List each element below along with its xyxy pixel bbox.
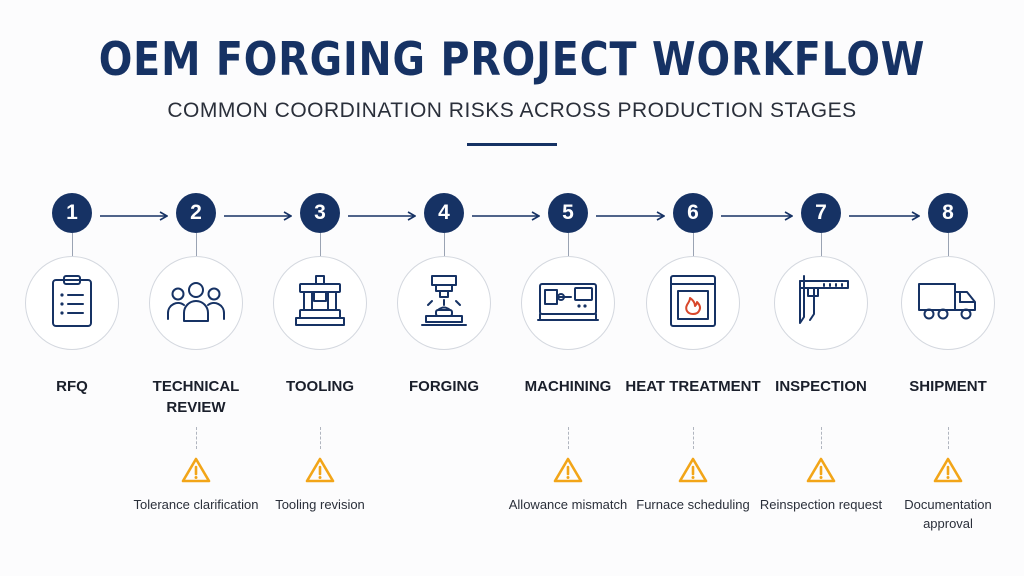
step-number-badge: 6 [673,193,713,233]
flow-arrow [849,208,921,221]
stage-label: SHIPMENT [909,378,987,395]
step-number-badge: 5 [548,193,588,233]
stage-icon-circle [646,256,740,350]
stage-icon-circle [25,256,119,350]
risk-text: Documentation approval [904,497,992,531]
stage-label: MACHINING [524,378,612,395]
stage-label: TOOLING [285,378,355,395]
risk-connector [693,427,694,449]
connector-line [196,233,197,257]
connector-line [693,233,694,257]
stage-icon-circle [149,256,243,350]
risk-text: Furnace scheduling [636,497,750,512]
warning-icon [553,456,583,484]
step-number-badge: 4 [424,193,464,233]
flow-arrow [596,208,666,221]
risk-text: Allowance mismatch [508,497,628,512]
stage-label: FORGING [409,378,479,395]
connector-line [821,233,822,257]
step-number-badge: 8 [928,193,968,233]
risk-connector [821,427,822,449]
connector-line [320,233,321,257]
warning-icon [678,456,708,484]
flow-arrow [348,208,417,221]
risk-text: Tolerance clarification [133,497,259,512]
team-icon [165,277,227,330]
truck-icon [916,278,980,329]
flow-arrow [100,208,169,221]
stage-icon-circle [521,256,615,350]
risk-text: Tooling revision [275,497,365,512]
warning-icon [806,456,836,484]
stage-icon-circle [273,256,367,350]
connector-line [568,233,569,257]
flow-arrow [224,208,293,221]
caliper-icon [790,273,852,334]
page-subtitle: COMMON COORDINATION RISKS ACROSS PRODUCT… [167,99,857,122]
die-tooling-icon [292,273,348,334]
connector-line [444,233,445,257]
risk-connector [320,427,321,449]
connector-line [72,233,73,257]
stage-label: INSPECTION [775,378,867,395]
page-title: OEM FORGING PROJECT WORKFLOW [98,32,926,86]
title-divider [467,143,557,146]
risk-connector [948,427,949,449]
risk-text: Reinspection request [759,497,883,512]
forging-press-icon [416,273,472,334]
stage-icon-circle [774,256,868,350]
risk-connector [196,427,197,449]
risk-connector [568,427,569,449]
cnc-lathe-icon [537,276,599,331]
furnace-icon [667,273,719,334]
step-number-badge: 2 [176,193,216,233]
flow-arrow [472,208,541,221]
step-number-badge: 1 [52,193,92,233]
stage-icon-circle [901,256,995,350]
stage-label: HEAT TREATMENT [625,378,761,395]
stage-label: TECHNICAL REVIEW [152,378,240,416]
connector-line [948,233,949,257]
flow-arrow [721,208,794,221]
warning-icon [181,456,211,484]
stage-icon-circle [397,256,491,350]
step-number-badge: 3 [300,193,340,233]
clipboard-icon [47,273,97,334]
warning-icon [305,456,335,484]
step-number-badge: 7 [801,193,841,233]
stage-label: RFQ [56,378,88,395]
warning-icon [933,456,963,484]
